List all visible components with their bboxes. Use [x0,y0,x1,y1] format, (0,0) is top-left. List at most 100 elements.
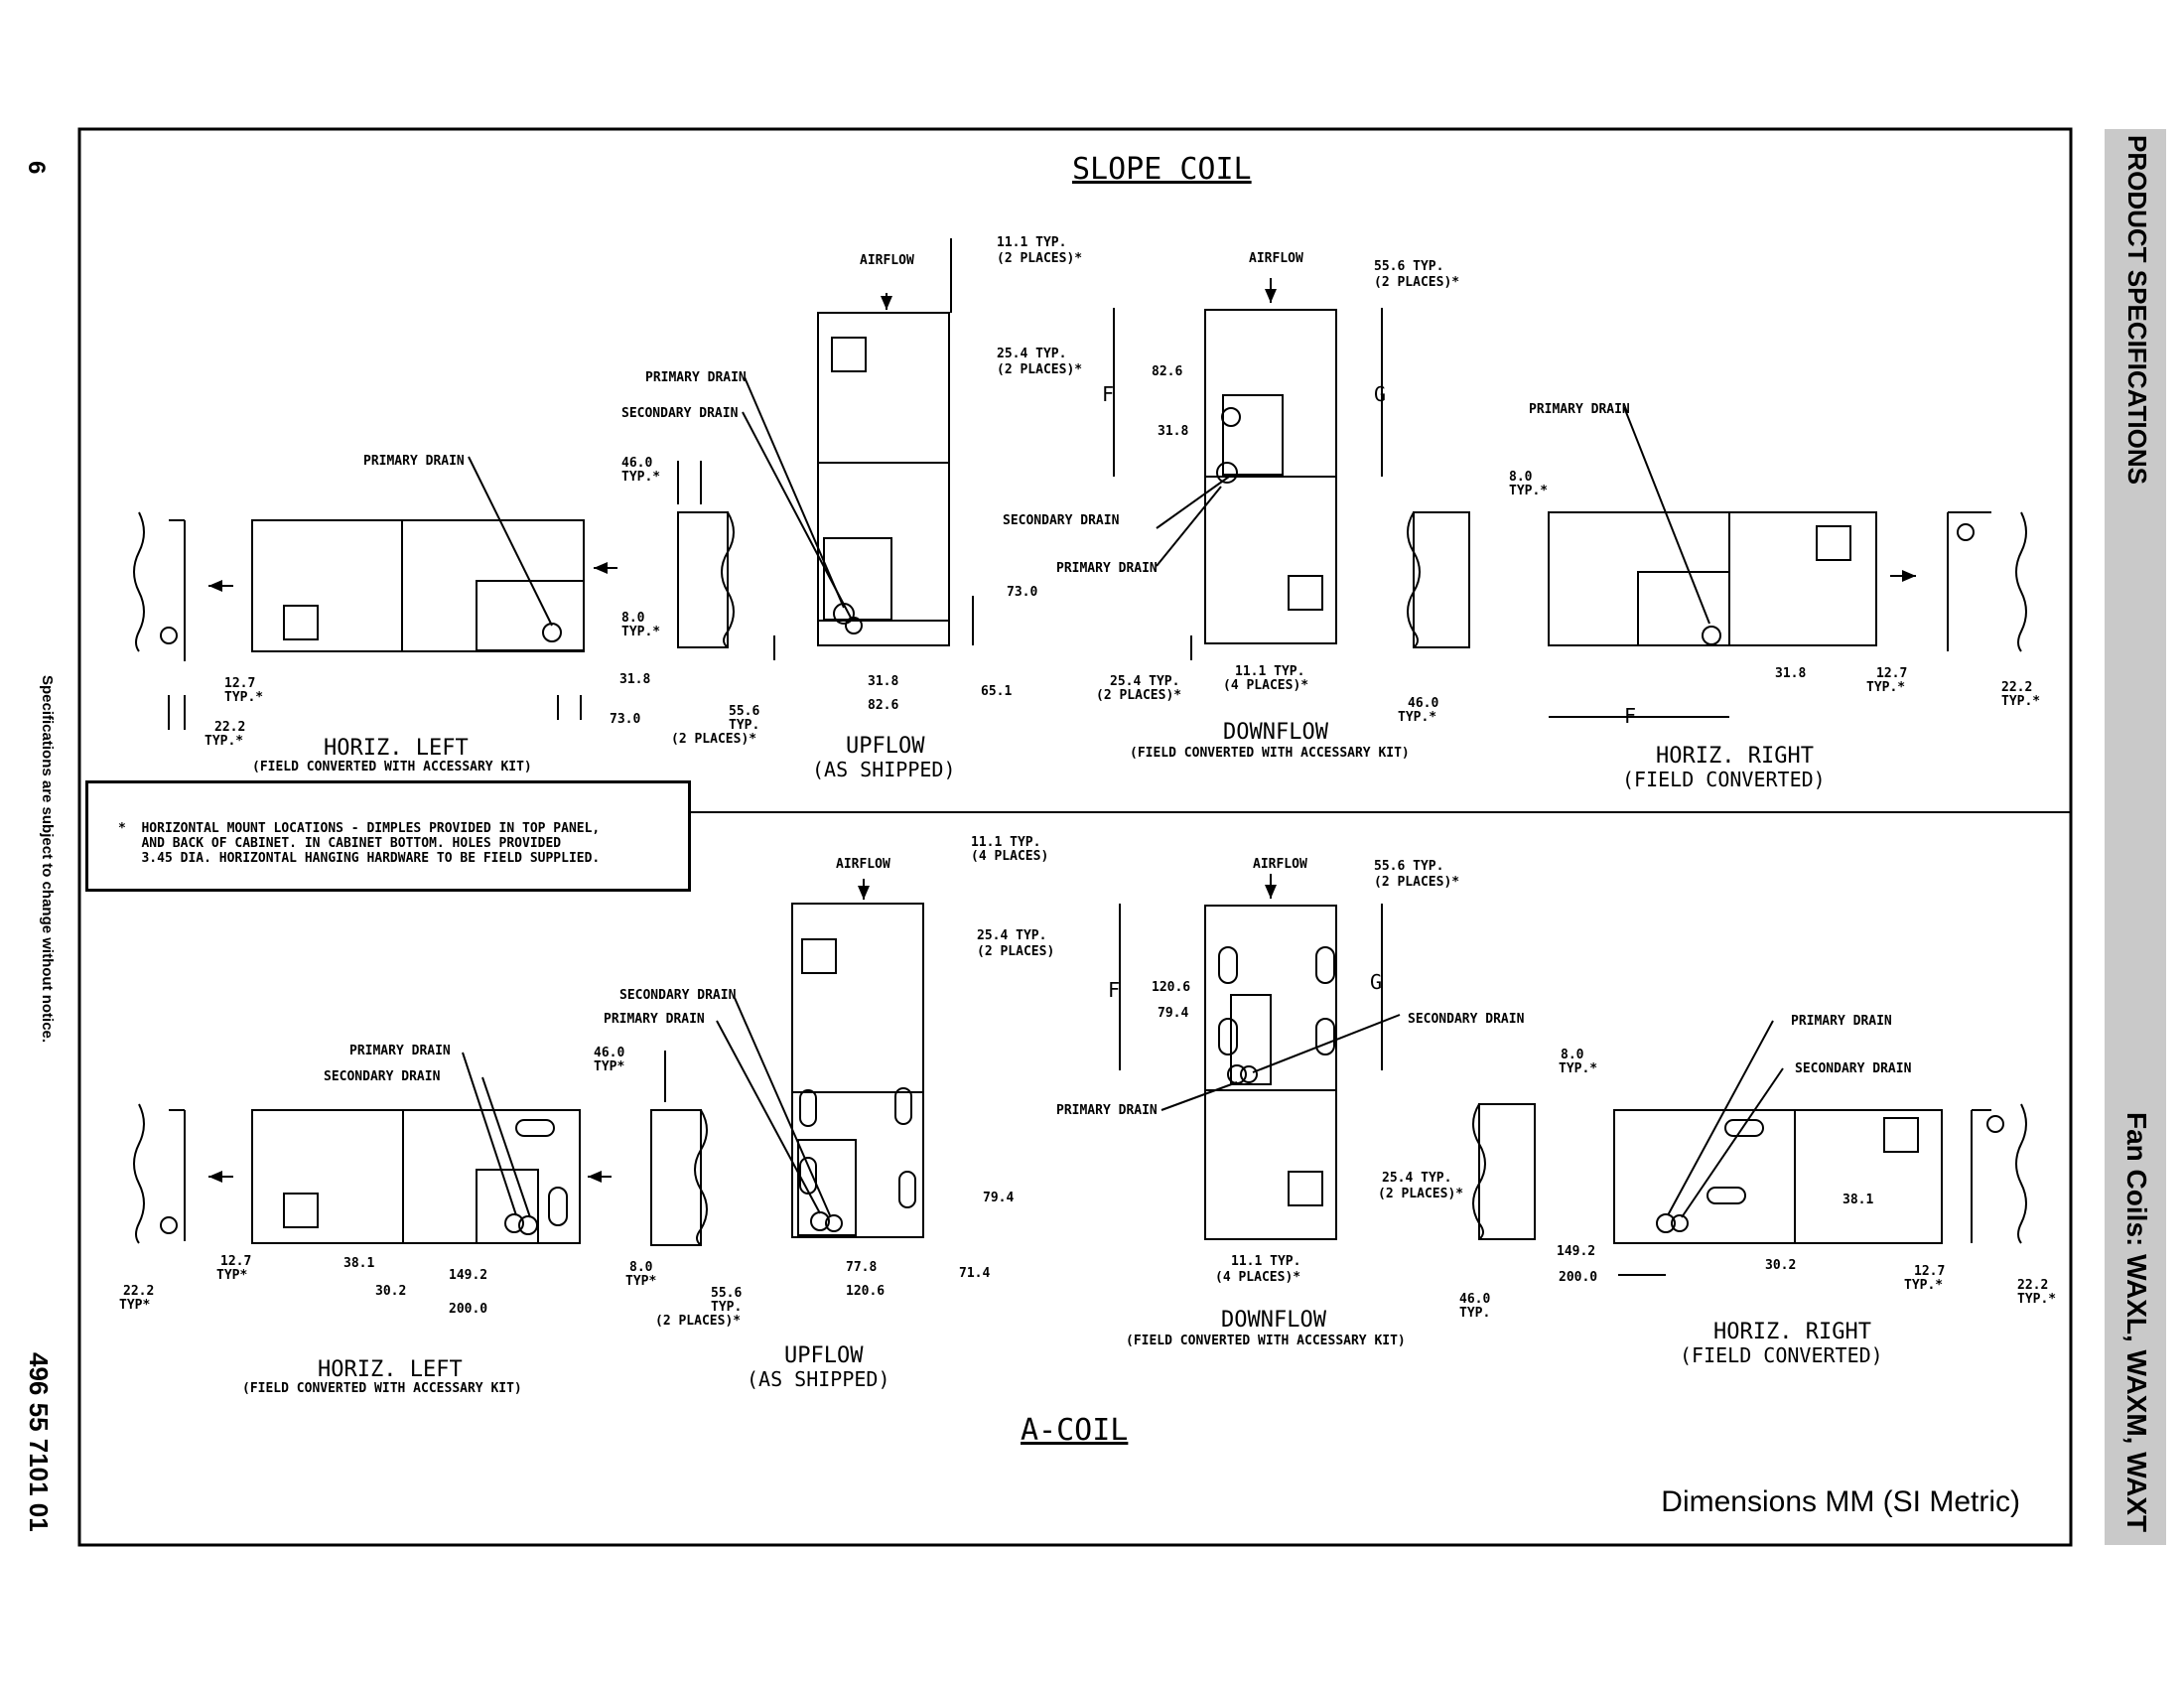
dim-a-down-2places: (2 PLACES)* [1374,875,1459,890]
dim-slope-hl-typ127: TYP.* [224,690,263,705]
dim-slope-up-31-8: 31.8 [868,674,898,689]
dim-slope-hr-46: 46.0 [1408,696,1438,711]
dim-a-hr-typ8: TYP.* [1559,1061,1597,1076]
dim-slope-hl-22-2: 22.2 [214,720,245,735]
dim-slope-hr-typ8: TYP.* [1509,484,1548,498]
a-down-secondary-drain: SECONDARY DRAIN [1408,1012,1525,1027]
dim-slope-up-55-6: 55.6 [729,704,759,719]
dim-a-hr-typ127: TYP.* [1904,1278,1943,1293]
dim-a-down-2places-b: (2 PLACES)* [1378,1187,1463,1201]
dim-slope-hr-typ127: TYP.* [1866,680,1905,695]
dim-a-profile-46: 46.0 [594,1046,624,1060]
dim-a-up-120-6: 120.6 [846,1284,885,1299]
slope-upflow-view [742,238,974,660]
dim-slope-hl-8: 8.0 [621,611,645,626]
dim-a-hl-30-2: 30.2 [375,1284,406,1299]
dim-slope-hl-73: 73.0 [610,712,640,727]
dim-a-hl-200: 200.0 [449,1302,487,1317]
a-hr-secondary-drain: SECONDARY DRAIN [1795,1061,1912,1076]
a-horiz-right-view [1472,1020,2027,1276]
a-down-dim-f: F [1108,978,1120,1002]
dim-slope-hl-12-7: 12.7 [224,676,255,691]
dim-slope-hr-typ222: TYP.* [2001,694,2040,709]
dim-a-up-2places-b: (2 PLACES)* [655,1314,741,1329]
dim-slope-hr-typ46: TYP.* [1398,710,1436,725]
a-upflow-airflow: AIRFLOW [836,857,890,872]
dim-slope-down-25-4: 25.4 TYP. [1110,674,1179,689]
a-downflow-view [1119,874,1401,1240]
dim-slope-up-25-4: 25.4 TYP. [997,347,1066,361]
slope-up-primary-drain: PRIMARY DRAIN [645,370,747,385]
a-horiz-left-sub: (FIELD CONVERTED WITH ACCESSARY KIT) [242,1381,522,1396]
dim-slope-profile-typ: TYP.* [621,470,660,485]
dim-a-hl-149-2: 149.2 [449,1268,487,1283]
slope-hr-primary-drain: PRIMARY DRAIN [1529,402,1630,417]
dim-a-up-4places: (4 PLACES) [971,849,1048,864]
slope-horiz-right-view [1407,406,2027,718]
dim-a-hr-200: 200.0 [1559,1270,1597,1285]
a-up-secondary-drain: SECONDARY DRAIN [619,988,737,1003]
slope-upflow-sub: (AS SHIPPED) [812,758,956,781]
dim-slope-profile-46: 46.0 [621,456,652,471]
dim-a-hl-12-7: 12.7 [220,1254,251,1269]
dim-slope-hl-31-8: 31.8 [619,672,650,687]
a-down-primary-drain: PRIMARY DRAIN [1056,1103,1158,1118]
dim-a-down-11-1: 11.1 TYP. [1231,1254,1300,1269]
side-tab [2105,129,2166,1545]
dim-a-up-11-1: 11.1 TYP. [971,835,1040,850]
dim-a-hr-8: 8.0 [1561,1048,1584,1062]
dim-slope-up-82-6: 82.6 [868,698,898,713]
slope-downflow-label: DOWNFLOW [1223,720,1329,745]
a-hl-primary-drain: PRIMARY DRAIN [349,1044,451,1058]
dim-a-down-4places: (4 PLACES)* [1215,1270,1300,1285]
dim-slope-up-11-1: 11.1 TYP. [997,235,1066,250]
dim-slope-hl-typ8: TYP.* [621,625,660,639]
dim-a-down-55-6: 55.6 TYP. [1374,859,1443,874]
dim-slope-hr-12-7: 12.7 [1876,666,1907,681]
dim-slope-up-2places: (2 PLACES)* [997,251,1082,266]
a-downflow-sub: (FIELD CONVERTED WITH ACCESSARY KIT) [1126,1334,1406,1348]
dim-slope-down-55-6: 55.6 TYP. [1374,259,1443,274]
slope-upflow-label: UPFLOW [846,734,925,759]
slope-downflow-sub: (FIELD CONVERTED WITH ACCESSARY KIT) [1130,746,1410,761]
dim-a-down-120-6: 120.6 [1152,980,1190,995]
dim-a-hl-8: 8.0 [629,1260,653,1275]
dim-slope-hl-typ222: TYP.* [205,734,243,749]
dim-slope-down-4places: (4 PLACES)* [1223,678,1308,693]
dim-slope-up-73-0: 73.0 [1007,585,1037,600]
dim-a-hl-22-2: 22.2 [123,1284,154,1299]
a-side-profile [650,1051,708,1246]
a-horiz-left-view [133,1052,612,1244]
slope-up-secondary-drain: SECONDARY DRAIN [621,406,739,421]
slope-downflow-view [1113,278,1383,660]
slope-hl-primary-drain: PRIMARY DRAIN [363,454,465,469]
dim-a-hr-22-2: 22.2 [2017,1278,2048,1293]
dim-a-up-71-4: 71.4 [959,1266,990,1281]
slope-horiz-right-sub: (FIELD CONVERTED) [1622,768,1826,791]
dim-a-down-25-4: 25.4 TYP. [1382,1171,1451,1186]
a-downflow-airflow: AIRFLOW [1253,857,1307,872]
a-horiz-right-sub: (FIELD CONVERTED) [1680,1343,1883,1367]
dim-a-up-2places: (2 PLACES) [977,944,1054,959]
slope-horiz-left-sub: (FIELD CONVERTED WITH ACCESSARY KIT) [252,760,532,774]
dim-a-hr-38-1: 38.1 [1843,1193,1873,1207]
mounting-note: * HORIZONTAL MOUNT LOCATIONS - DIMPLES P… [85,780,691,892]
a-horiz-left-label: HORIZ. LEFT [318,1357,463,1382]
dim-slope-down-11-1: 11.1 TYP. [1235,664,1304,679]
dim-slope-down-31-8: 31.8 [1158,424,1188,439]
slope-down-secondary-drain: SECONDARY DRAIN [1003,513,1120,528]
dim-a-up-25-4: 25.4 TYP. [977,928,1046,943]
slope-hr-dim-f: F [1624,704,1636,728]
slope-down-primary-drain: PRIMARY DRAIN [1056,561,1158,576]
dim-slope-hr-22-2: 22.2 [2001,680,2032,695]
slope-horiz-left-view [133,456,617,730]
slope-coil-title: SLOPE COIL [1072,152,1252,187]
dim-a-hl-typ222: TYP* [119,1298,150,1313]
a-coil-title: A-COIL [1021,1413,1128,1448]
dim-a-up-typ: TYP. [711,1300,742,1315]
dim-a-profile-typ: TYP* [594,1059,624,1074]
slope-side-profile [677,461,735,648]
dim-a-hl-38-1: 38.1 [343,1256,374,1271]
dim-a-hr-typ222: TYP.* [2017,1292,2056,1307]
